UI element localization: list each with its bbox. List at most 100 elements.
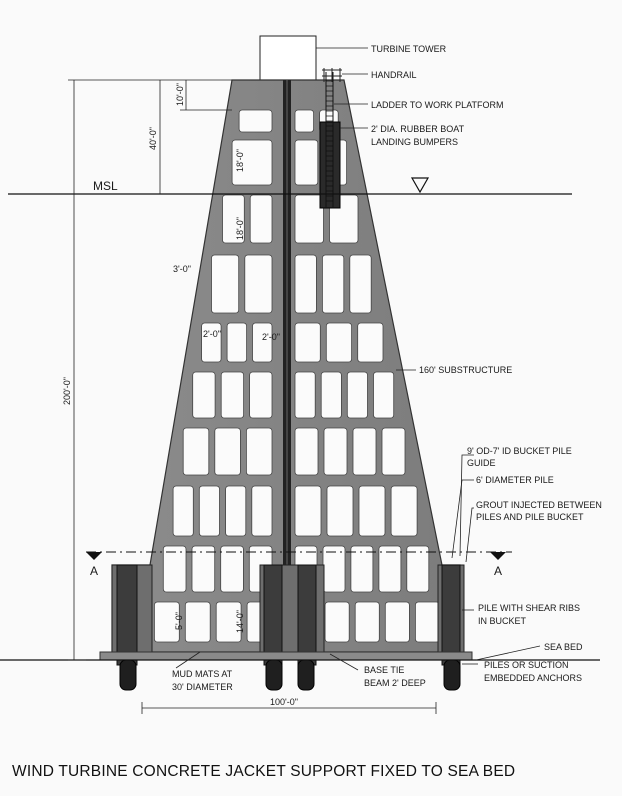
label-bucket-guide-2: GUIDE [467,458,496,468]
lattice-opening [406,545,430,593]
lattice-opening [294,485,322,537]
section-arrow-right [490,552,506,560]
label-anchors-2: EMBEDDED ANCHORS [484,673,582,683]
lattice-opening [381,427,406,476]
lattice-opening [325,322,352,363]
turbine-tower [259,35,317,83]
rubber-boat-bumpers [319,121,341,209]
lattice-opening [245,427,273,476]
lattice-opening [350,545,374,593]
label-bumpers-1: 2' DIA. RUBBER BOAT [371,124,465,134]
mud-mats [99,651,473,661]
lattice-opening [201,322,222,363]
label-shear-ribs-1: PILE WITH SHEAR RIBS [478,603,580,613]
lattice-opening [211,254,240,314]
handrail [322,68,342,82]
lattice-opening [215,601,242,643]
label-grout-1: GROUT INJECTED BETWEEN [476,500,602,510]
lattice-opening [191,545,216,593]
section-mark-left: A [90,564,98,578]
pile-buckets [111,564,465,666]
label-shear-ribs-2: IN BUCKET [478,616,527,626]
lattice-opening [414,601,440,643]
lattice-opening [294,194,324,244]
lattice-opening [192,371,216,419]
lattice-opening [184,601,211,643]
lattice-opening [390,485,418,537]
wall-thickness-dim: 3'-0" [173,264,191,274]
lattice-opening [354,601,380,643]
lattice-opening [378,545,402,593]
section-arrow-left [86,552,102,560]
drawing-title: WIND TURBINE CONCRETE JACKET SUPPORT FIX… [12,763,516,780]
ladder [325,72,334,208]
lattice-opening [225,485,247,537]
lattice-opening [153,601,180,643]
lattice-opening [294,322,321,363]
above-msl-dim: 40'-0" [148,127,158,150]
lattice-opening [373,371,395,419]
label-substructure: 160' SUBSTRUCTURE [419,365,512,375]
lattice-opening [222,194,245,244]
lattice-opening [182,427,210,476]
lattice-opening [346,371,368,419]
web-right-dim: 2'-0" [262,332,280,342]
left-bucket-dim: 5'-0" [174,612,184,630]
label-sea-bed: SEA BED [544,642,583,652]
lattice-opening [198,485,220,537]
lattice-opening [322,545,346,593]
lattice-opening [252,322,273,363]
label-ladder: LADDER TO WORK PLATFORM [371,100,504,110]
lattice-opening [384,601,410,643]
section-mark-right: A [494,564,502,578]
lattice-opening [323,427,348,476]
lattice-opening [214,427,241,476]
water-level-symbol [410,177,430,194]
label-bumpers-2: LANDING BUMPERS [371,137,458,147]
lattice-opening [324,601,350,643]
leader-lines [175,47,541,671]
lattice-opening [249,194,273,244]
label-pile-diameter: 6' DIAMETER PILE [476,475,554,485]
lattice-opening [349,254,372,314]
web-left-dim: 2'-0" [203,329,221,339]
label-tie-beam-2: BEAM 2' DEEP [364,678,426,688]
base-width-dimension [141,702,437,714]
height-dimension [68,79,232,661]
label-mud-mats-2: 30' DIAMETER [172,682,233,692]
lattice-opening [294,139,319,186]
label-grout-2: PILES AND PILE BUCKET [476,512,584,522]
lattice-opening [358,485,386,537]
lattice-opening [231,139,273,186]
label-mud-mats-1: MUD MATS AT [172,669,233,679]
lattice-opening [220,371,244,419]
lattice-opening [226,322,248,363]
label-anchors-1: PILES OR SUCTION [484,660,569,670]
lattice-opening [294,371,316,419]
lattice-opening [294,427,319,476]
lattice-opening [220,545,244,593]
base-width-dim: 100'-0" [270,697,298,707]
panel-dim-lower: 18'-0" [235,217,245,240]
lattice-opening [238,109,273,133]
lattice-openings [153,109,440,643]
panel-dim-upper: 18'-0" [235,149,245,172]
lattice-opening [251,485,273,537]
lattice-opening [294,109,315,133]
label-turbine-tower: TURBINE TOWER [371,44,447,54]
lattice-opening [357,322,384,363]
top-segment-dim: 10'-0" [175,83,185,106]
lattice-opening [162,545,187,593]
lattice-opening [244,254,273,314]
label-tie-beam-1: BASE TIE [364,665,404,675]
label-bucket-guide-1: 9' OD-7' ID BUCKET PILE [467,446,572,456]
lattice-opening [326,485,354,537]
label-handrail: HANDRAIL [371,70,417,80]
lattice-opening [249,371,273,419]
lattice-opening [320,371,342,419]
lattice-opening [172,485,194,537]
msl-label: MSL [93,179,118,193]
total-height-dim: 200'-0" [62,377,72,405]
lattice-opening [321,254,345,314]
